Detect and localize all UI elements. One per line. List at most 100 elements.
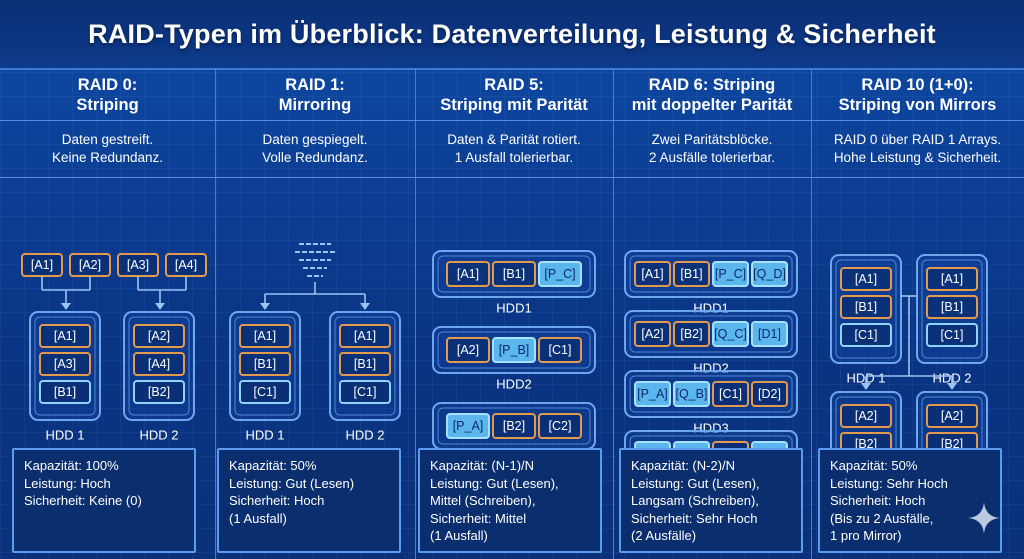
raid-6-diagram: [A1][B1][P_C][Q_D]HDD1[A2][B2][Q_C][D1]H… (624, 250, 798, 448)
info-box: Kapazität: 100% Leistung: Hoch Sicherhei… (12, 448, 196, 553)
info-line: 1 pro Mirror) (830, 528, 902, 543)
info-line: Sicherheit: Keine (0) (24, 493, 142, 508)
info-line: (1 Ausfall) (430, 528, 488, 543)
block-label: [B1] (354, 357, 376, 371)
block-label: [B1] (254, 357, 276, 371)
block-label: [B1] (680, 267, 702, 281)
arrow-head (947, 383, 957, 390)
data-block (634, 441, 671, 448)
data-stream-icon (295, 243, 335, 277)
block-label: [B1] (503, 267, 525, 281)
block-label: [A1] (354, 329, 376, 343)
info-line: Langsam (Schreiben), (631, 493, 759, 508)
description-line: RAID 0 über RAID 1 Arrays. (833, 132, 1002, 147)
column-description: Daten gestreift. Keine Redundanz. (0, 121, 215, 178)
description-line: Daten & Parität rotiert. (447, 132, 581, 147)
data-block (239, 352, 291, 376)
data-block (446, 261, 490, 287)
block-label: [C1] (719, 387, 742, 401)
block-label: [A1] (54, 329, 76, 343)
data-block (492, 413, 536, 439)
drive-inner (629, 255, 793, 293)
info-line: Leistung: Sehr Hoch (830, 475, 948, 491)
info-line: (1 Ausfall) (229, 510, 287, 526)
drive-inner (128, 316, 190, 416)
data-block (840, 404, 892, 428)
block-label: [P_B] (499, 343, 530, 357)
block-label: [B2] (148, 385, 170, 399)
column-heading: RAID 10 (1+0): Striping von Mirrors (811, 70, 1024, 121)
data-block (538, 413, 582, 439)
data-block (840, 432, 892, 448)
column-heading: RAID 0: Striping (0, 70, 215, 121)
data-block (712, 381, 749, 407)
data-block (446, 337, 490, 363)
block-label: [C1] (354, 385, 377, 399)
column-raid-0: RAID 0: Striping Daten gestreift. Keine … (0, 70, 216, 559)
data-block (751, 441, 788, 448)
heading-line: Striping mit Parität (440, 96, 588, 114)
block-label: [Q_A] (637, 447, 669, 448)
info-line: Leistung: Hoch (24, 475, 111, 491)
column-description: Daten gespiegelt. Volle Redundanz. (215, 121, 415, 178)
data-block (840, 323, 892, 347)
data-block (926, 404, 978, 428)
column-raid-10: RAID 10 (1+0): Striping von Mirrors RAID… (811, 70, 1024, 559)
block-label: [A3] (54, 357, 76, 371)
drive-label: HDD 2 (345, 428, 384, 443)
drive-inner (835, 259, 897, 359)
description-line: 2 Ausfälle tolerierbar. (648, 150, 776, 165)
raid-10-diagram: [A1][B1][C1]HDD 1[A1][B1][C1]HDD 2[A2][B… (830, 254, 988, 448)
drive-inner (629, 375, 793, 413)
arrow-head (360, 303, 370, 310)
block-label: [C2] (719, 447, 742, 448)
data-block (712, 321, 749, 347)
data-block (712, 441, 749, 448)
drive-inner (835, 396, 897, 448)
arrow-head (61, 303, 71, 310)
column-raid-6: RAID 6: Striping mit doppelter Parität Z… (613, 70, 812, 559)
block-label: [B2] (941, 437, 963, 448)
column-heading: RAID 1: Mirroring (215, 70, 415, 121)
drive-label: HDD 2 (139, 428, 178, 443)
block-label: [A4] (175, 258, 197, 272)
description-line: Zwei Paritätsblöcke. (651, 132, 773, 147)
data-block (634, 321, 671, 347)
data-block (926, 267, 978, 291)
info-line: Leistung: Gut (Lesen) (229, 475, 355, 491)
block-label: [A2] (148, 329, 170, 343)
heading-line: mit doppelter Parität (631, 96, 793, 114)
data-block (133, 352, 185, 376)
raid-1-diagram: [A1][B1][C1]HDD 1[A1][B1][C1]HDD 2 (229, 243, 401, 443)
data-block (339, 324, 391, 348)
description-line: Daten gestreift. (61, 132, 154, 147)
info-box: Kapazität: 50% Leistung: Gut (Lesen) Sic… (217, 448, 401, 553)
column-raid-5: RAID 5: Striping mit Parität Daten & Par… (415, 70, 614, 559)
info-line: Kapazität: (N-1)/N (430, 458, 535, 473)
heading-line: RAID 10 (1+0): (861, 76, 974, 94)
info-line: Sicherheit: Hoch (830, 493, 926, 508)
block-label: [Q_B] (676, 387, 708, 401)
title-banner: RAID-Typen im Überblick: Datenverteilung… (0, 0, 1024, 70)
description-line: 1 Ausfall tolerierbar. (454, 150, 574, 165)
drive-inner (437, 255, 591, 293)
data-block (634, 261, 671, 287)
data-block (751, 261, 788, 287)
data-block (39, 380, 91, 404)
sparkle-icon (968, 502, 1000, 534)
data-block (446, 413, 490, 439)
block-label: [A1] (254, 329, 276, 343)
heading-line: Striping (76, 96, 139, 114)
info-box: Kapazität: (N-1)/N Leistung: Gut (Lesen)… (418, 448, 602, 553)
drive-inner (921, 396, 983, 448)
block-label: [C1] (941, 328, 964, 342)
block-label: [A3] (127, 258, 149, 272)
drive-label: HDD2 (496, 377, 531, 392)
block-label: [B1] (941, 300, 963, 314)
info-line: Leistung: Gut (Lesen), (631, 475, 760, 491)
column-heading: RAID 6: Striping mit doppelter Parität (613, 70, 811, 121)
drive-inner (629, 315, 793, 353)
info-line: Kapazität: 50% (830, 458, 918, 473)
data-block (673, 261, 710, 287)
description-line: Keine Redundanz. (51, 150, 164, 165)
